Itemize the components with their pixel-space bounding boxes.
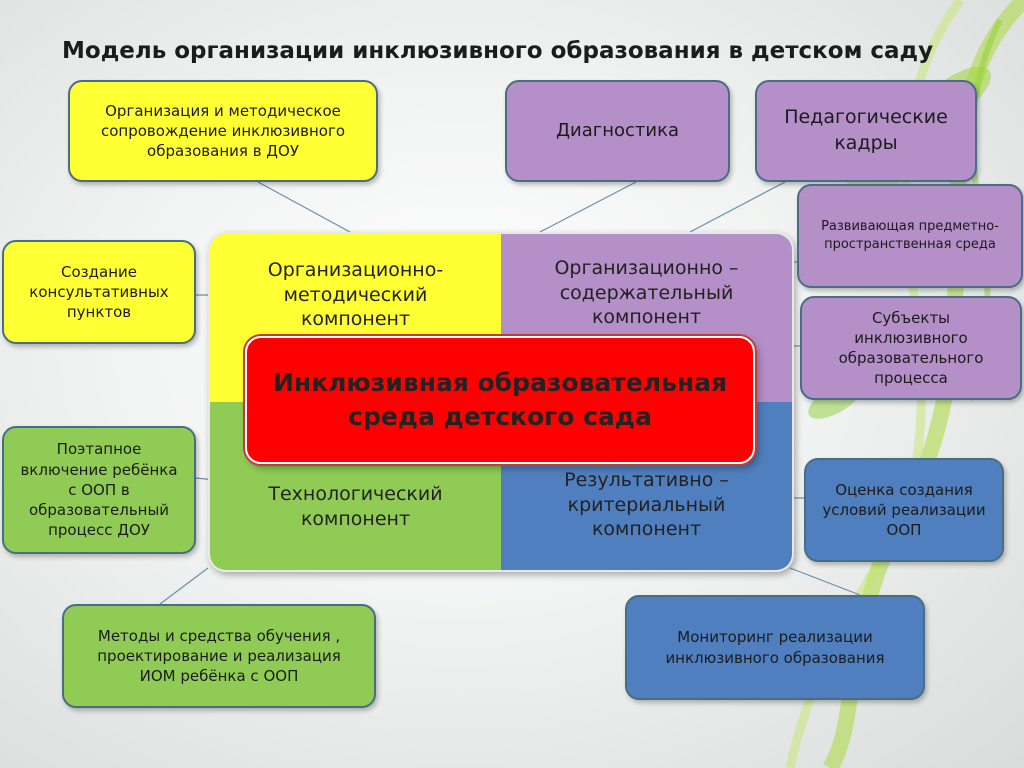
- box-org-support: Организация и методическое сопровождение…: [68, 80, 378, 182]
- box-consult-points-label: Создание консультативных пунктов: [29, 262, 169, 322]
- connector-monitoring: [789, 567, 861, 596]
- box-subjects-label: Субъекты инклюзивного образовательного п…: [838, 308, 984, 388]
- quadrant-org-method-label: Организационно- методический компонент: [267, 259, 444, 331]
- box-monitoring-label: Мониторинг реализации инклюзивного образ…: [665, 628, 885, 667]
- box-ped-staff: Педагогические кадры: [755, 80, 977, 182]
- quadrant-technological-label: Технологический компонент: [268, 483, 443, 530]
- connector-org-support: [257, 181, 351, 233]
- box-dev-environment-label: Развивающая предметно- пространственная …: [821, 219, 999, 252]
- center-inclusive-environment: Инклюзивная образовательная среда детско…: [245, 336, 755, 464]
- connector-diagnostics: [539, 181, 637, 233]
- connector-staff: [689, 181, 786, 233]
- box-dev-environment: Развивающая предметно- пространственная …: [797, 184, 1023, 288]
- box-methods: Методы и средства обучения , проектирова…: [62, 604, 376, 708]
- box-stepwise-inclusion-label: Поэтапное включение ребёнка с ООП в обра…: [20, 440, 178, 540]
- box-monitoring: Мониторинг реализации инклюзивного образ…: [625, 595, 925, 700]
- box-assessment-label: Оценка создания условий реализации ООП: [822, 480, 986, 540]
- box-stepwise-inclusion: Поэтапное включение ребёнка с ООП в обра…: [2, 426, 196, 554]
- box-methods-label: Методы и средства обучения , проектирова…: [97, 626, 341, 686]
- box-assessment: Оценка создания условий реализации ООП: [804, 458, 1004, 562]
- box-subjects: Субъекты инклюзивного образовательного п…: [800, 296, 1022, 400]
- quadrant-org-content-label: Организационно – содержательный компонен…: [554, 257, 739, 329]
- quadrant-result-criteria-label: Результативно – критериальный компонент: [564, 469, 729, 541]
- box-consult-points: Создание консультативных пунктов: [2, 240, 196, 344]
- connector-methods: [159, 567, 209, 605]
- box-org-support-label: Организация и методическое сопровождение…: [100, 101, 346, 161]
- box-diagnostics: Диагностика: [505, 80, 730, 182]
- page-title: Модель организации инклюзивного образова…: [62, 38, 934, 64]
- box-diagnostics-label: Диагностика: [555, 119, 679, 141]
- center-label: Инклюзивная образовательная среда детско…: [272, 368, 728, 431]
- box-ped-staff-label: Педагогические кадры: [784, 106, 948, 154]
